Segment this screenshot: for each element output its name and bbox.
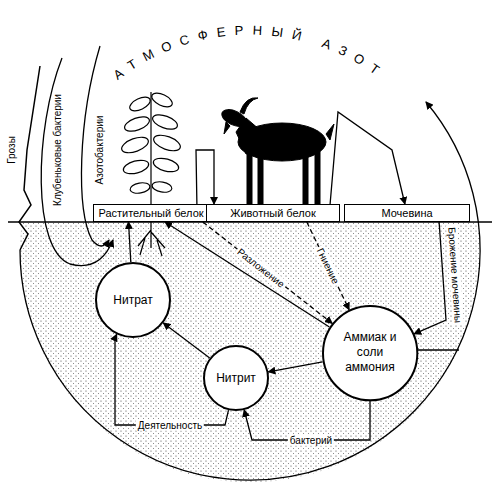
goat-leg xyxy=(303,152,308,204)
leaf xyxy=(128,94,153,113)
atmosphere-title: АТМОСФЕРНЫЙ АЗОТ xyxy=(110,22,389,82)
substance-box: Животный белок xyxy=(206,204,340,222)
leaf xyxy=(129,181,150,194)
cycle-connector xyxy=(330,112,405,204)
leaf xyxy=(120,134,151,156)
leaf xyxy=(151,180,172,193)
atmosphere-title: АТМОСФЕРНЫЙ АЗОТ xyxy=(110,22,389,82)
leaf xyxy=(152,132,183,154)
cycle-connector xyxy=(163,323,209,358)
leaf xyxy=(122,158,150,176)
goat-leg xyxy=(247,152,252,204)
leaf xyxy=(151,112,180,132)
process-label: Грозы xyxy=(6,136,17,164)
node-text: Животный белок xyxy=(230,207,316,219)
release-line xyxy=(413,349,459,350)
leaf xyxy=(150,90,175,109)
plant-roots xyxy=(138,222,165,256)
cycle-connector xyxy=(268,362,322,372)
lightning-symbol xyxy=(19,66,40,250)
substance-circle: Нитрит xyxy=(203,345,269,411)
cycle-connector xyxy=(414,222,446,334)
node-text: Нитрит xyxy=(216,371,256,386)
cycle-connector xyxy=(129,222,131,262)
soil-stipple xyxy=(20,222,480,482)
goat-horns xyxy=(240,98,258,114)
process-label: Клубеньковые бактерии xyxy=(52,94,63,206)
substance-box: Растительный белок xyxy=(93,204,208,222)
circle-outline xyxy=(204,346,268,410)
cycle-connector xyxy=(307,222,349,310)
node-text: Нитрат xyxy=(113,293,152,308)
node-text: Растительный белок xyxy=(98,207,203,219)
goat-drawing xyxy=(219,98,334,204)
circle-outline xyxy=(323,306,417,400)
node-text: Аммиак и соли аммония xyxy=(332,330,408,375)
substance-circle: Нитрат xyxy=(95,262,171,338)
goat-leg xyxy=(258,152,263,204)
goat-beard xyxy=(224,122,230,134)
substance-box: Мочевина xyxy=(344,204,470,222)
process-label: бактерий xyxy=(288,435,334,446)
goat-tail xyxy=(326,124,334,140)
outer-cycle-arc xyxy=(20,102,480,480)
substance-circle: Аммиак и соли аммония xyxy=(322,305,418,401)
cycle-connector xyxy=(196,150,214,204)
cycle-connector xyxy=(203,222,332,323)
process-label: Азотобактерии xyxy=(94,116,105,185)
plant-stem xyxy=(150,92,151,204)
cycle-connector xyxy=(165,222,329,327)
process-label: Деятельность xyxy=(136,420,204,431)
node-text: Мочевина xyxy=(381,207,432,219)
nodule-fixation-curve xyxy=(41,58,113,266)
leaf xyxy=(152,156,180,174)
goat-leg xyxy=(315,150,320,204)
circle-outline xyxy=(96,263,170,337)
leaf xyxy=(123,114,152,134)
